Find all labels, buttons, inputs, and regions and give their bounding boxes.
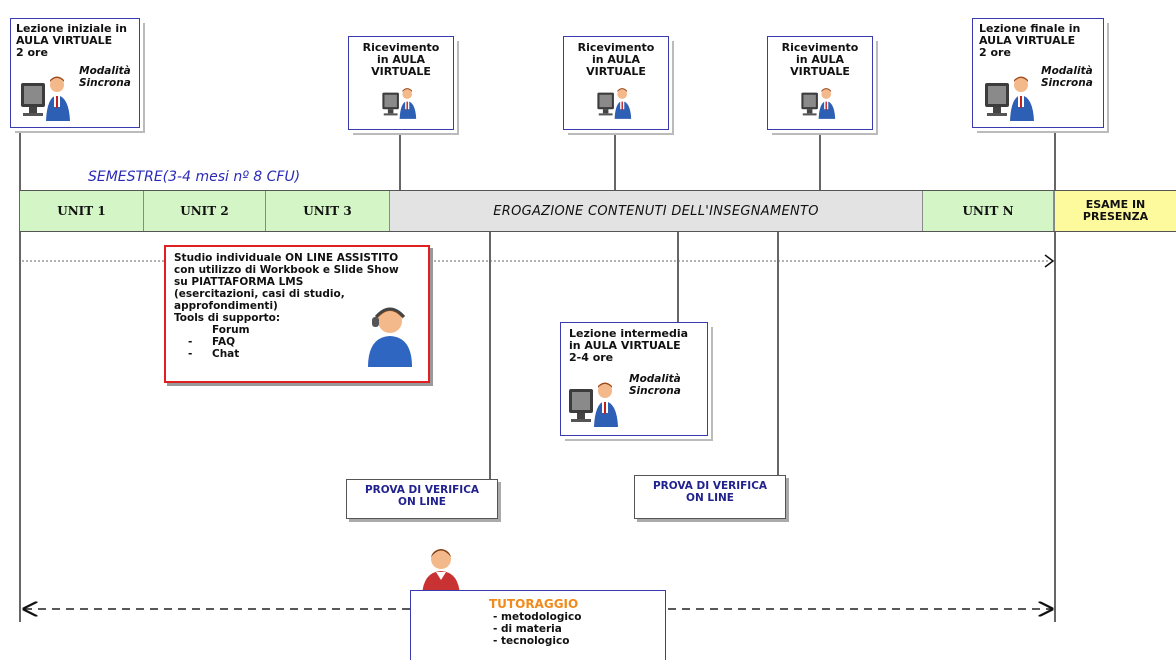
ricevimento-line3: VIRTUALE xyxy=(790,65,850,78)
studio-line: Tools di supporto: xyxy=(174,312,281,324)
verifica-line2: ON LINE xyxy=(398,496,446,508)
headset-user-icon xyxy=(368,307,412,367)
computer-user-icon xyxy=(569,382,618,427)
studio-line: su PIATTAFORMA LMS xyxy=(174,276,304,288)
final-lesson-line2: AULA VIRTUALE xyxy=(979,34,1076,47)
tutoraggio-item: - tecnologico xyxy=(493,635,570,647)
initial-lesson-mode1: Modalità xyxy=(79,65,131,77)
studio-individuale-box: Studio individuale ON LINE ASSISTITO con… xyxy=(164,245,430,383)
tool-chat: -Chat xyxy=(188,348,240,360)
intermediate-lesson-mode2: Sincrona xyxy=(629,385,681,397)
tutor-icon xyxy=(422,549,460,596)
intermediate-lesson-box: Lezione intermedia in AULA VIRTUALE 2-4 … xyxy=(560,322,708,436)
ricevimento-line3: VIRTUALE xyxy=(371,65,431,78)
computer-user-icon xyxy=(985,76,1034,121)
esame-line2: PRESENZA xyxy=(1082,210,1149,223)
unit-3: UNIT 3 xyxy=(266,191,390,231)
unit-n: UNIT N xyxy=(922,191,1054,231)
tool-forum: Forum xyxy=(212,324,250,336)
computer-user-icon xyxy=(21,76,70,121)
studio-line: approfondimenti) xyxy=(174,300,278,312)
ricevimento-box-1: Ricevimento in AULA VIRTUALE xyxy=(348,36,454,130)
semestre-label: SEMESTRE(3-4 mesi nº 8 CFU) xyxy=(88,169,301,185)
tool-faq: -FAQ xyxy=(188,336,236,348)
initial-lesson-line2: AULA VIRTUALE xyxy=(16,34,113,47)
final-lesson-line1: Lezione finale in xyxy=(979,22,1081,35)
esame-presenza: ESAME IN PRESENZA xyxy=(1054,191,1176,231)
tutoraggio-box: TUTORAGGIO - metodologico - di materia -… xyxy=(410,590,666,660)
ricevimento-line2: in AULA xyxy=(376,53,426,66)
ricevimento-box-3: Ricevimento in AULA VIRTUALE xyxy=(767,36,873,130)
studio-line: (esercitazioni, casi di studio, xyxy=(174,288,345,300)
initial-lesson-box: Lezione iniziale in AULA VIRTUALE 2 ore … xyxy=(10,18,140,128)
intermediate-lesson-line3: 2-4 ore xyxy=(569,351,614,364)
prova-verifica-box-1: PROVA DI VERIFICA ON LINE xyxy=(346,479,498,519)
ricevimento-line2: in AULA xyxy=(591,53,641,66)
intermediate-lesson-line1: Lezione intermedia xyxy=(569,327,689,340)
studio-line: Studio individuale ON LINE ASSISTITO xyxy=(174,252,399,264)
unit-1: UNIT 1 xyxy=(20,191,144,231)
prova-verifica-box-2: PROVA DI VERIFICA ON LINE xyxy=(634,475,786,519)
timeline-bar: UNIT 1 UNIT 2 UNIT 3 EROGAZIONE CONTENUT… xyxy=(20,190,1176,232)
tutoraggio-title: TUTORAGGIO xyxy=(489,597,579,611)
tutoraggio-item: - metodologico xyxy=(493,611,582,623)
computer-user-icon xyxy=(382,88,417,119)
final-lesson-mode1: Modalità xyxy=(1041,65,1093,77)
ricevimento-line1: Ricevimento xyxy=(577,41,655,54)
final-lesson-box: Lezione finale in AULA VIRTUALE 2 ore Mo… xyxy=(972,18,1104,128)
ricevimento-line1: Ricevimento xyxy=(781,41,859,54)
ricevimento-box-2: Ricevimento in AULA VIRTUALE xyxy=(563,36,669,130)
computer-user-icon xyxy=(597,88,632,119)
initial-lesson-line3: 2 ore xyxy=(16,46,48,59)
esame-line1: ESAME IN xyxy=(1085,198,1146,211)
computer-user-icon xyxy=(801,88,836,119)
unit-2: UNIT 2 xyxy=(144,191,266,231)
verifica-line1: PROVA DI VERIFICA xyxy=(652,480,768,492)
erogazione-segment: EROGAZIONE CONTENUTI DELL'INSEGNAMENTO xyxy=(390,191,922,231)
tutoraggio-item: - di materia xyxy=(493,623,562,635)
final-lesson-line3: 2 ore xyxy=(979,46,1011,59)
initial-lesson-mode2: Sincrona xyxy=(79,77,131,89)
verifica-line2: ON LINE xyxy=(686,492,734,504)
tool-chat-label: Chat xyxy=(212,348,240,360)
initial-lesson-line1: Lezione iniziale in xyxy=(16,22,127,35)
intermediate-lesson-mode1: Modalità xyxy=(629,373,681,385)
studio-line: con utilizzo di Workbook e Slide Show xyxy=(174,264,399,276)
final-lesson-mode2: Sincrona xyxy=(1041,77,1093,89)
ricevimento-line1: Ricevimento xyxy=(362,41,440,54)
intermediate-lesson-line2: in AULA VIRTUALE xyxy=(569,339,681,352)
verifica-line1: PROVA DI VERIFICA xyxy=(364,484,480,496)
ricevimento-line3: VIRTUALE xyxy=(586,65,646,78)
ricevimento-line2: in AULA xyxy=(795,53,845,66)
tool-faq-label: FAQ xyxy=(212,336,236,348)
